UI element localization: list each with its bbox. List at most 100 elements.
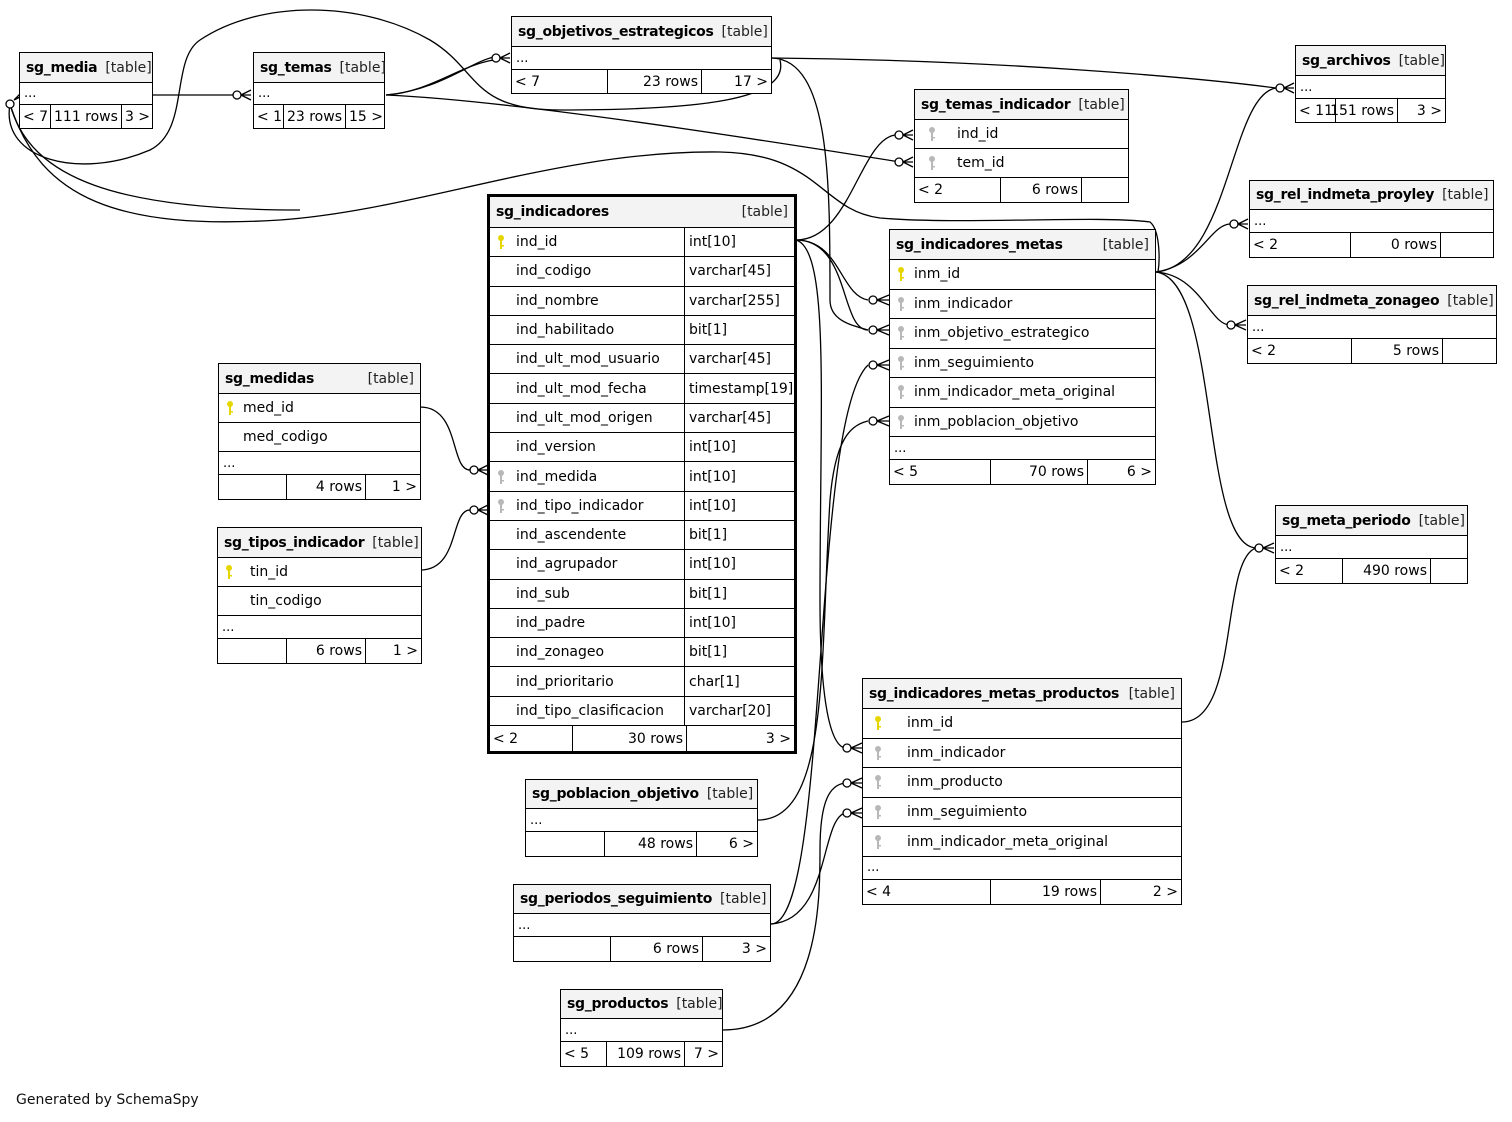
row-count: 70 rows bbox=[991, 460, 1088, 484]
parent-count[interactable] bbox=[218, 639, 287, 663]
column-name: ind_nombre bbox=[516, 292, 599, 309]
column-row[interactable]: ind_id bbox=[915, 120, 1128, 149]
parent-count[interactable]: < 2 bbox=[915, 178, 1001, 202]
child-count[interactable]: 6 > bbox=[728, 836, 754, 852]
child-count[interactable]: 17 > bbox=[734, 73, 768, 90]
child-count[interactable]: 3 > bbox=[1416, 102, 1442, 119]
column-name: ind_agrupador bbox=[516, 556, 618, 573]
column-row[interactable]: inm_indicador bbox=[890, 290, 1155, 319]
child-count[interactable] bbox=[1431, 559, 1467, 583]
column-row[interactable]: inm_indicador_meta_original bbox=[890, 378, 1155, 408]
relationship-edge bbox=[795, 239, 869, 331]
column-type: int[10] bbox=[684, 433, 794, 462]
table-sg-objetivos-estrategicos[interactable]: sg_objetivos_estrategicos[table] ... < 7… bbox=[511, 16, 772, 94]
column-row[interactable]: inm_objetivo_estrategico bbox=[890, 319, 1155, 349]
child-count[interactable]: 1 > bbox=[392, 643, 418, 659]
relationship-edge bbox=[419, 509, 471, 571]
column-row[interactable]: inm_seguimiento bbox=[863, 798, 1181, 828]
column-name: ind_tipo_indicador bbox=[516, 497, 644, 514]
column-row[interactable]: inm_id bbox=[863, 709, 1181, 739]
table-name: sg_archivos bbox=[1302, 52, 1391, 69]
table-name: sg_rel_indmeta_proyley bbox=[1256, 187, 1435, 203]
parent-count[interactable]: < 2 bbox=[1276, 559, 1343, 583]
parent-count[interactable]: < 5 bbox=[890, 460, 991, 484]
parent-count[interactable]: < 7 bbox=[512, 70, 608, 93]
table-sg-temas-indicador[interactable]: sg_temas_indicador[table] ind_id tem_id … bbox=[914, 89, 1129, 203]
column-name: ind_medida bbox=[516, 468, 598, 485]
child-count[interactable]: 7 > bbox=[693, 1046, 719, 1062]
parent-count[interactable]: < 11 bbox=[1296, 99, 1336, 122]
column-row[interactable]: tem_id bbox=[915, 149, 1128, 178]
column-row[interactable]: inm_indicador bbox=[863, 739, 1181, 769]
child-count[interactable]: 6 > bbox=[1126, 464, 1152, 480]
child-count[interactable] bbox=[1082, 178, 1128, 202]
child-count[interactable]: 3 > bbox=[124, 108, 151, 125]
parent-count[interactable]: < 7 bbox=[20, 105, 51, 128]
child-count[interactable] bbox=[1443, 339, 1496, 363]
column-row[interactable]: med_codigo bbox=[219, 423, 420, 452]
parent-count[interactable]: < 4 bbox=[863, 879, 991, 904]
column-row[interactable]: inm_poblacion_objetivo bbox=[890, 408, 1155, 437]
table-sg-periodos-seguimiento[interactable]: sg_periodos_seguimiento[table] ... 6 row… bbox=[513, 884, 771, 962]
table-kind: [table] bbox=[1398, 52, 1445, 69]
child-count[interactable]: 15 > bbox=[349, 108, 383, 125]
column-row[interactable]: inm_id bbox=[890, 260, 1155, 290]
table-sg-indicadores-metas-productos[interactable]: sg_indicadores_metas_productos[table] in… bbox=[862, 678, 1182, 905]
child-count[interactable]: 3 > bbox=[741, 941, 767, 957]
child-count[interactable]: 2 > bbox=[1152, 883, 1178, 900]
table-kind: [table] bbox=[676, 996, 723, 1012]
column-row[interactable]: inm_indicador_meta_original bbox=[863, 827, 1181, 857]
column-row[interactable]: inm_seguimiento bbox=[890, 349, 1155, 378]
column-name: ind_ult_mod_fecha bbox=[516, 380, 647, 397]
column-row[interactable]: tin_codigo bbox=[218, 587, 421, 616]
column-row[interactable]: tin_id bbox=[218, 558, 421, 587]
parent-count[interactable] bbox=[514, 937, 611, 961]
parent-count[interactable]: < 5 bbox=[561, 1042, 607, 1066]
table-sg-poblacion-objetivo[interactable]: sg_poblacion_objetivo[table] ... 48 rows… bbox=[525, 779, 758, 857]
parent-count[interactable]: < 2 bbox=[1248, 339, 1352, 363]
table-kind: [table] bbox=[339, 59, 386, 76]
column-type: bit[1] bbox=[684, 520, 794, 550]
column-row[interactable]: med_id bbox=[219, 394, 420, 423]
row-count: 6 rows bbox=[287, 639, 366, 663]
child-count[interactable] bbox=[1441, 233, 1493, 257]
parent-count[interactable] bbox=[219, 475, 287, 499]
parent-count[interactable]: < 2 bbox=[1250, 233, 1351, 257]
table-name: sg_indicadores bbox=[496, 204, 609, 220]
more-columns: ... bbox=[1248, 316, 1496, 339]
parent-count[interactable]: < 1 bbox=[254, 105, 284, 128]
column-row[interactable]: inm_producto bbox=[863, 768, 1181, 798]
parent-count[interactable] bbox=[526, 832, 605, 856]
parent-count[interactable]: < 2 bbox=[490, 726, 573, 752]
child-count[interactable]: 1 > bbox=[391, 479, 417, 495]
child-count[interactable]: 3 > bbox=[765, 730, 791, 747]
